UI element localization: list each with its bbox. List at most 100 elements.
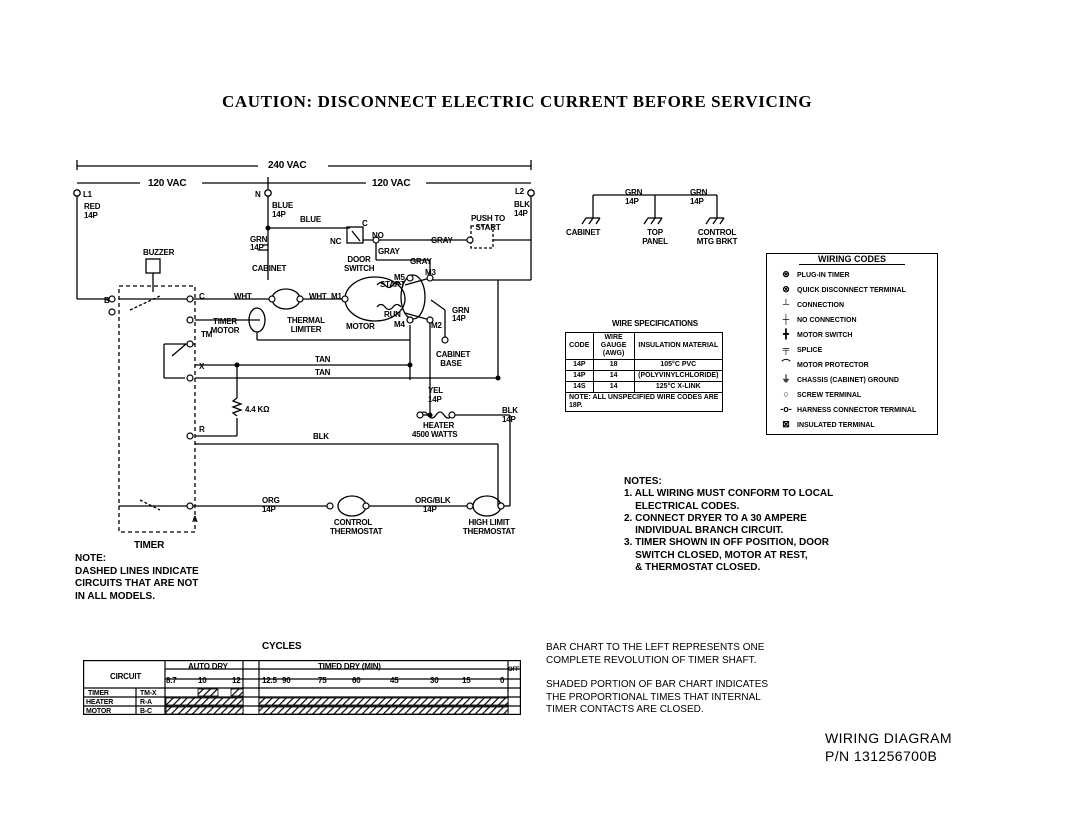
wiring-diagram-label: WIRING DIAGRAM: [825, 730, 952, 746]
notes-heading: NOTES:: [624, 476, 662, 487]
motor-switch-icon: ╋: [783, 329, 789, 339]
chassis-ground-icon: ⏚: [781, 374, 791, 384]
note-line: BAR CHART TO THE LEFT REPRESENTS ONE: [546, 642, 765, 653]
table-cell: 14: [592, 381, 635, 393]
note-line: ELECTRICAL CODES.: [624, 500, 740, 512]
wire-gray-1: GRAY: [378, 247, 400, 256]
motor-m4-label: M4: [394, 320, 405, 329]
cycles-tick: 75: [318, 676, 327, 685]
table-cell: 14P: [565, 370, 594, 382]
legend-label: INSULATED TERMINAL: [797, 422, 875, 429]
wire-specs-note: NOTE: ALL UNSPECIFIED WIRE CODES ARE 18P…: [565, 392, 723, 412]
note-line: TIMER CONTACTS ARE CLOSED.: [546, 704, 704, 715]
table-row: CODE WIRE GAUGE (AWG) INSULATION MATERIA…: [565, 332, 724, 360]
door-switch-label: DOOR SWITCH: [344, 255, 375, 273]
motor-protector-icon: ⌒: [781, 359, 791, 369]
table-row: NOTE: ALL UNSPECIFIED WIRE CODES ARE 18P…: [565, 392, 723, 412]
wire-blue-gauge: 14P: [272, 210, 286, 219]
ground-grn-1: GRN: [625, 188, 643, 197]
legend-label: SCREW TERMINAL: [797, 392, 862, 399]
wire-blue-2: BLUE: [300, 215, 321, 224]
cycles-tick: 90: [282, 676, 291, 685]
heater-watts-label: 4500 WATTS: [412, 430, 458, 439]
legend-label: CONNECTION: [797, 302, 845, 309]
plug-in-timer-icon: ⊛: [782, 269, 790, 279]
wire-org-blk-gauge: 14P: [423, 505, 437, 514]
cycles-row-contacts: B-C: [140, 708, 152, 715]
table-cell: 14P: [565, 359, 594, 371]
timer-c-label: C: [199, 292, 205, 301]
cycles-tick: 30: [430, 676, 439, 685]
wire-org-gauge: 14P: [262, 505, 276, 514]
wire-blk-r: BLK: [313, 432, 329, 441]
table-row: 14P 18 105°C PVC: [565, 359, 724, 371]
note-heading: NOTE:: [75, 553, 107, 564]
voltage-total-label: 240 VAC: [268, 160, 307, 171]
insulated-terminal-icon: ⊠: [782, 419, 790, 429]
cycles-timed-dry-header: TIMED DRY (MIN): [318, 662, 381, 671]
wire-red: RED: [84, 202, 101, 211]
heater-label: HEATER: [423, 421, 455, 430]
wire-yel-gauge: 14P: [428, 395, 442, 404]
motor-m5-label: M5: [394, 273, 405, 282]
motor-label: MOTOR: [346, 322, 375, 331]
timer-a-label: A: [192, 515, 198, 524]
control-thermostat-label: CONTROL THERMOSTAT: [330, 518, 383, 536]
wiring-codes-legend: WIRING CODES ⊛PLUG-IN TIMER ⊗QUICK DISCO…: [766, 253, 938, 435]
wire-gray-3: GRAY: [410, 257, 432, 266]
high-limit-thermostat-label: HIGH LIMIT THERMOSTAT: [462, 518, 516, 536]
wire-org-blk: ORG/BLK: [415, 496, 451, 505]
note-line: IN ALL MODELS.: [75, 590, 155, 602]
wire-gray-2: GRAY: [431, 236, 453, 245]
wire-blk-l2: BLK: [514, 200, 530, 209]
legend-label: QUICK DISCONNECT TERMINAL: [797, 287, 906, 294]
wire-wht-1: WHT: [234, 292, 252, 301]
terminal-l2: L2: [515, 187, 524, 196]
cycles-row-name: HEATER: [86, 699, 114, 706]
wire-grn-cabinet-gauge: 14P: [250, 243, 264, 252]
table-cell: (POLYVINYLCHLORIDE): [633, 370, 724, 382]
cycles-tick: 15: [462, 676, 471, 685]
cabinet-label-left: CABINET: [252, 264, 287, 273]
table-cell: 18: [592, 359, 635, 371]
note-line: CIRCUITS THAT ARE NOT: [75, 578, 199, 589]
table-header: CODE: [565, 332, 594, 360]
note-line: COMPLETE REVOLUTION OF TIMER SHAFT.: [546, 654, 757, 666]
timer-x-label: X: [199, 362, 205, 371]
note-spacer: [546, 667, 768, 679]
note-line: INDIVIDUAL BRANCH CIRCUIT.: [624, 525, 784, 537]
wire-specs-title: WIRE SPECIFICATIONS: [612, 319, 698, 328]
door-c-label: C: [362, 219, 368, 228]
ground-cabinet-label: CABINET: [566, 228, 601, 237]
cycles-tick: 60: [352, 676, 361, 685]
timer-motor-label: TIMER MOTOR: [210, 317, 240, 335]
buzzer-label: BUZZER: [143, 248, 175, 257]
ground-top-panel-label: TOP PANEL: [642, 228, 668, 246]
wire-blk-heater: BLK: [502, 406, 518, 415]
tm-label: TM: [201, 330, 213, 339]
cycles-title: CYCLES: [262, 641, 302, 652]
cycles-chart: [83, 660, 521, 715]
no-connection-icon: ┼: [782, 314, 790, 324]
note-line: & THERMOSTAT CLOSED.: [624, 562, 761, 574]
note-line: 3. TIMER SHOWN IN OFF POSITION, DOOR: [624, 537, 830, 549]
legend-label: SPLICE: [797, 347, 823, 354]
voltage-right-label: 120 VAC: [372, 178, 411, 189]
legend-label: PLUG-IN TIMER: [797, 272, 850, 279]
note-line: THE PROPORTIONAL TIMES THAT INTERNAL: [546, 691, 761, 703]
wire-red-gauge: 14P: [84, 211, 98, 220]
cycles-tick: 0: [500, 676, 505, 685]
motor-m1-label: M1: [331, 292, 342, 301]
table-cell: 14: [592, 370, 635, 382]
legend-label: MOTOR SWITCH: [797, 332, 853, 339]
legend-label: NO CONNECTION: [797, 317, 857, 324]
wire-grn-motor: GRN: [452, 306, 470, 315]
cycles-circuit-header: CIRCUIT: [110, 672, 142, 681]
resistor-label: 4.4 KΩ: [245, 405, 270, 414]
motor-m2-label: M2: [431, 321, 442, 330]
wire-yel: YEL: [428, 386, 443, 395]
note-line: 1. ALL WIRING MUST CONFORM TO LOCAL: [624, 488, 834, 500]
note-line: 2. CONNECT DRYER TO A 30 AMPERE: [624, 512, 807, 524]
wire-tan-1: TAN: [315, 355, 331, 364]
legend-label: HARNESS CONNECTOR TERMINAL: [797, 407, 917, 414]
